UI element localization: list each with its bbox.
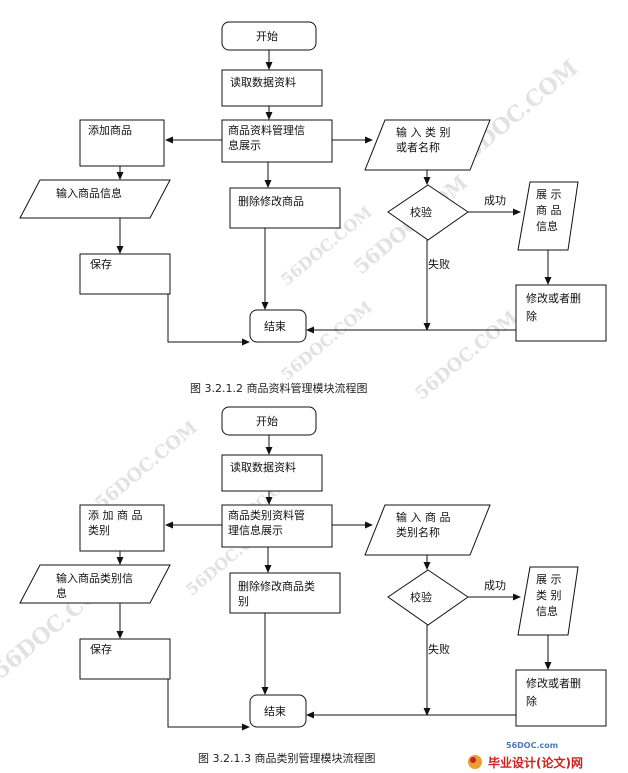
delete-modify-node-text: 别 (238, 595, 249, 608)
input-info-node-text: 输入商品类别信 (56, 571, 133, 585)
display-node-text: 展 示 (536, 188, 562, 201)
check-node (387, 569, 469, 626)
connector (167, 679, 250, 731)
read-data-node (221, 454, 323, 492)
brand-logo: 56DOC.com 毕业设计(论文)网 (468, 741, 583, 770)
input-query-node (364, 504, 491, 556)
display-node (517, 566, 579, 636)
check-node (387, 184, 469, 241)
save-node-text: 保存 (90, 257, 112, 271)
input-query-node (364, 119, 491, 171)
fail-label: 失败 (428, 257, 450, 271)
save-node-text: 保存 (90, 642, 112, 656)
end-node-text: 结束 (264, 320, 286, 333)
display-node-text: 信息 (536, 219, 558, 233)
show-info-node (221, 504, 333, 548)
end-node-text: 结束 (264, 705, 286, 718)
connector (167, 294, 250, 346)
end-node (249, 694, 307, 728)
start-node-text: 开始 (256, 414, 278, 428)
success-label: 成功 (484, 579, 506, 592)
display-node-text: 信息 (536, 604, 558, 618)
brand-logo-dot (470, 757, 476, 763)
input-query-node-text: 输 入 商 品 (396, 510, 451, 524)
modify-delete-node (515, 284, 607, 342)
display-node-text: 商 品 (536, 203, 562, 217)
watermark-text: 56DOC.COM (91, 417, 201, 514)
add-node-text: 添加商品 (88, 123, 132, 137)
show-info-node-text: 息展示 (228, 138, 261, 152)
delete-modify-node (229, 572, 341, 614)
input-info-node-text: 输入商品信息 (56, 186, 122, 200)
end-node (249, 309, 307, 343)
modify-delete-node-text: 修改或者删 (526, 291, 581, 305)
add-node (79, 119, 165, 167)
delete-modify-node-text: 删除修改商品类 (238, 579, 315, 593)
watermark-text: 56DOC.COM (411, 307, 521, 404)
add-node (79, 504, 165, 552)
add-node-text: 添 加 商 品 (88, 508, 143, 522)
display-node-text: 类 别 (536, 588, 562, 602)
delete-modify-node-text: 删除修改商品 (238, 194, 304, 208)
success-label: 成功 (484, 194, 506, 207)
show-info-node (221, 119, 333, 163)
input-info-node (19, 179, 171, 219)
modify-delete-node-text: 除 (526, 309, 537, 323)
input-info-node-text: 息 (56, 586, 67, 600)
brand-name: 毕业设计(论文)网 (488, 755, 583, 770)
modify-delete-node (515, 669, 607, 727)
input-query-node-text: 或者名称 (396, 140, 440, 154)
show-info-node-text: 商品资料管理信 (228, 123, 305, 137)
read-data-node-text: 读取数据资料 (230, 460, 296, 474)
save-node (79, 253, 171, 295)
caption-product-info: 图 3.2.1.2 商品资料管理模块流程图 (190, 381, 367, 395)
delete-modify-node (229, 187, 341, 229)
fail-label: 失败 (428, 642, 450, 656)
check-node-text: 校验 (410, 205, 432, 219)
add-node-text: 类别 (88, 523, 110, 537)
save-node (79, 638, 171, 680)
read-data-node-text: 读取数据资料 (230, 75, 296, 89)
brand-site: 56DOC.com (506, 741, 558, 750)
show-info-node-text: 理信息展示 (228, 523, 283, 537)
show-info-node-text: 商品类别资料管 (228, 508, 305, 522)
read-data-node (221, 69, 323, 107)
input-query-node-text: 输 入 类 别 (396, 125, 451, 139)
display-node-text: 展 示 (536, 573, 562, 586)
check-node-text: 校验 (410, 590, 432, 604)
display-node (517, 181, 579, 251)
modify-delete-node-text: 除 (526, 694, 537, 708)
start-node-text: 开始 (256, 29, 278, 43)
caption-product-category: 图 3.2.1.3 商品类别管理模块流程图 (198, 751, 375, 765)
modify-delete-node-text: 修改或者删 (526, 676, 581, 690)
input-query-node-text: 类别名称 (396, 525, 440, 539)
input-info-node (19, 564, 171, 604)
